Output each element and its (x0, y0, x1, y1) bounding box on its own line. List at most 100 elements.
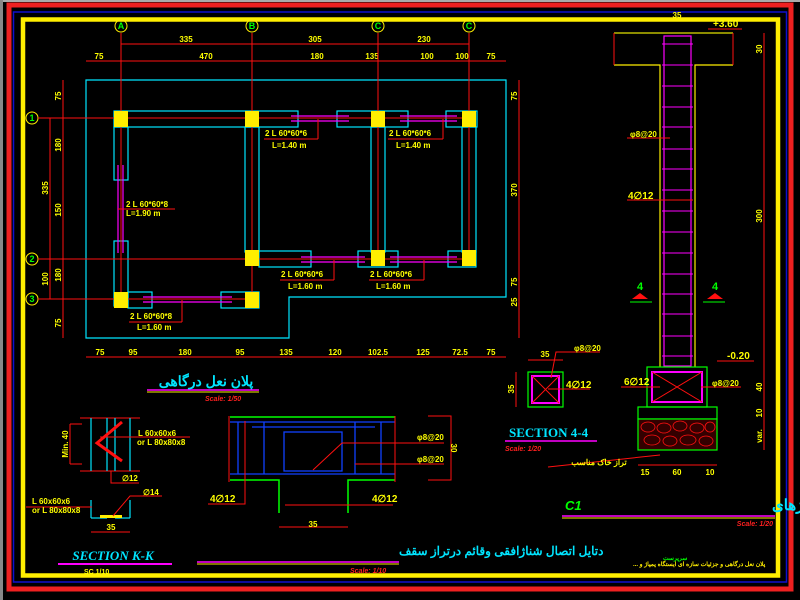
column-code: C1 (565, 498, 582, 513)
bar-label: 2 L 60*60*6 (265, 129, 308, 138)
svg-text:4: 4 (637, 281, 644, 293)
dim: 75 (54, 91, 63, 100)
dim: 75 (510, 91, 519, 100)
bar-label: 2 L 60*60*6 (370, 270, 413, 279)
angle-alt-label: or L 80x80x8 (137, 438, 186, 447)
grid-bubble-A: A (114, 19, 128, 33)
column-detail-title: جزئیات آرماتورگذاری شناژهای (772, 495, 800, 514)
dim: 25 (510, 297, 519, 306)
bars-right-label: 4∅12 (372, 494, 398, 505)
section-44-scale: Scale: 1/20 (505, 446, 541, 453)
svg-text:2: 2 (29, 254, 34, 264)
dim: 35 (507, 384, 516, 393)
length-label: L=1.40 m (272, 141, 306, 150)
bars-label: 4∅12 (566, 380, 592, 391)
dim: 35 (309, 520, 318, 529)
dim: 75 (96, 348, 105, 357)
supervisor-label: سرپرست (663, 556, 687, 562)
stirrup-label: φ8@20 (630, 130, 657, 139)
length-label: L=1.90 m (126, 209, 160, 218)
dim: 75 (487, 52, 496, 61)
bars-left-label: 4∅12 (210, 494, 236, 505)
outer-frame-red (6, 2, 794, 592)
connection-detail-scale: Scale: 1/10 (350, 568, 386, 575)
grid-bubble-B: B (245, 19, 259, 33)
svg-text:C: C (466, 21, 473, 31)
dim: 180 (310, 52, 324, 61)
column-detail: 35 +3.60 φ8@20 4∅12 4 4 -0.20 6∅12 φ8@20… (547, 11, 800, 528)
dim: 75 (95, 52, 104, 61)
dim: 305 (308, 35, 322, 44)
dim: 100 (420, 52, 434, 61)
dim: 15 (641, 468, 650, 477)
length-label: L=1.60 m (137, 323, 171, 332)
dim: 30 (755, 44, 764, 53)
section-4-4: 35 35 φ8@20 4∅12 SECTION 4-4 Scale: 1/20 (505, 344, 601, 453)
column-detail-scale: Scale: 1/20 (737, 521, 773, 528)
top-level: +3.60 (713, 19, 739, 30)
ground-level: -0.20 (727, 351, 750, 362)
dim: 135 (365, 52, 379, 61)
dim: 180 (54, 268, 63, 282)
section-kk-scale: SC 1/10 (84, 569, 109, 576)
dim: 35 (673, 11, 682, 20)
connection-detail-title: دتایل اتصال شناژافقی وقائم درتراز سقف (399, 544, 603, 559)
frame-blue (12, 11, 788, 583)
dim: 60 (673, 468, 682, 477)
stirrup-label: φ8@20 (574, 344, 601, 353)
length-label: L=1.60 m (288, 282, 322, 291)
dim: 180 (54, 138, 63, 152)
bar-label: 2 L 60*60*6 (281, 270, 324, 279)
connection-detail: 4∅12 4∅12 φ8@20 φ8@20 30 35 دتایل اتصال … (197, 415, 603, 575)
dim: Min. 40 (61, 430, 70, 458)
dim: 72.5 (452, 348, 468, 357)
dim: 150 (54, 203, 63, 217)
angle-label: L 60x60x6 (32, 497, 71, 506)
stirrup-label: φ8@20 (417, 455, 444, 464)
length-label: L=1.60 m (376, 282, 410, 291)
bar-label: ∅14 (143, 488, 159, 497)
dim: 100 (455, 52, 469, 61)
dim: 120 (328, 348, 342, 357)
bar-label: 2 L 60*60*8 (126, 200, 169, 209)
angle-alt-label: or L 80x80x8 (32, 506, 81, 515)
dim: 75 (487, 348, 496, 357)
soil-note: تراز خاک مناسب (571, 458, 627, 468)
foundation-plan: 335 305 230 75 470 180 135 100 100 75 A … (25, 19, 520, 403)
dim: 35 (107, 523, 116, 532)
dim: 300 (755, 209, 764, 223)
left-edge (0, 0, 3, 600)
bar-label: ∅12 (122, 474, 138, 483)
dim: 335 (179, 35, 193, 44)
plan-title: پلان نعل درگاهی (159, 373, 254, 390)
dim: 230 (417, 35, 431, 44)
svg-text:3: 3 (29, 294, 34, 304)
top-scrollbar[interactable] (0, 0, 800, 2)
dim: 40 (755, 382, 764, 391)
pad-stirrup-label: φ8@20 (712, 379, 739, 388)
dim: 10 (755, 408, 764, 417)
bars-label: 4∅12 (628, 191, 654, 202)
dim: 125 (416, 348, 430, 357)
dim: 180 (178, 348, 192, 357)
bar-label: 2 L 60*60*6 (389, 129, 432, 138)
plan-scale: Scale: 1/50 (205, 396, 241, 403)
pad-bars-label: 6∅12 (624, 377, 650, 388)
dim: 135 (279, 348, 293, 357)
dim: 95 (129, 348, 138, 357)
dim: 30 (449, 444, 458, 453)
section-k-k: Min. 40 L 60x60x6 or L 80x80x8 ∅12 ∅14 L… (26, 417, 190, 576)
dim: 335 (41, 181, 50, 195)
dim: var. (755, 429, 764, 443)
section-mark-right: 4 (703, 281, 725, 303)
dim: 102.5 (368, 348, 389, 357)
title-block: سرپرست پلان نعل درگاهی و جزئیات سازه ای … (633, 556, 766, 568)
angle-label: L 60x60x6 (138, 429, 177, 438)
svg-text:4: 4 (712, 281, 719, 293)
grid-bubble-C: C (371, 19, 385, 33)
grid-bubble-C2: C (462, 19, 476, 33)
dim: 95 (236, 348, 245, 357)
length-label: L=1.40 m (396, 141, 430, 150)
